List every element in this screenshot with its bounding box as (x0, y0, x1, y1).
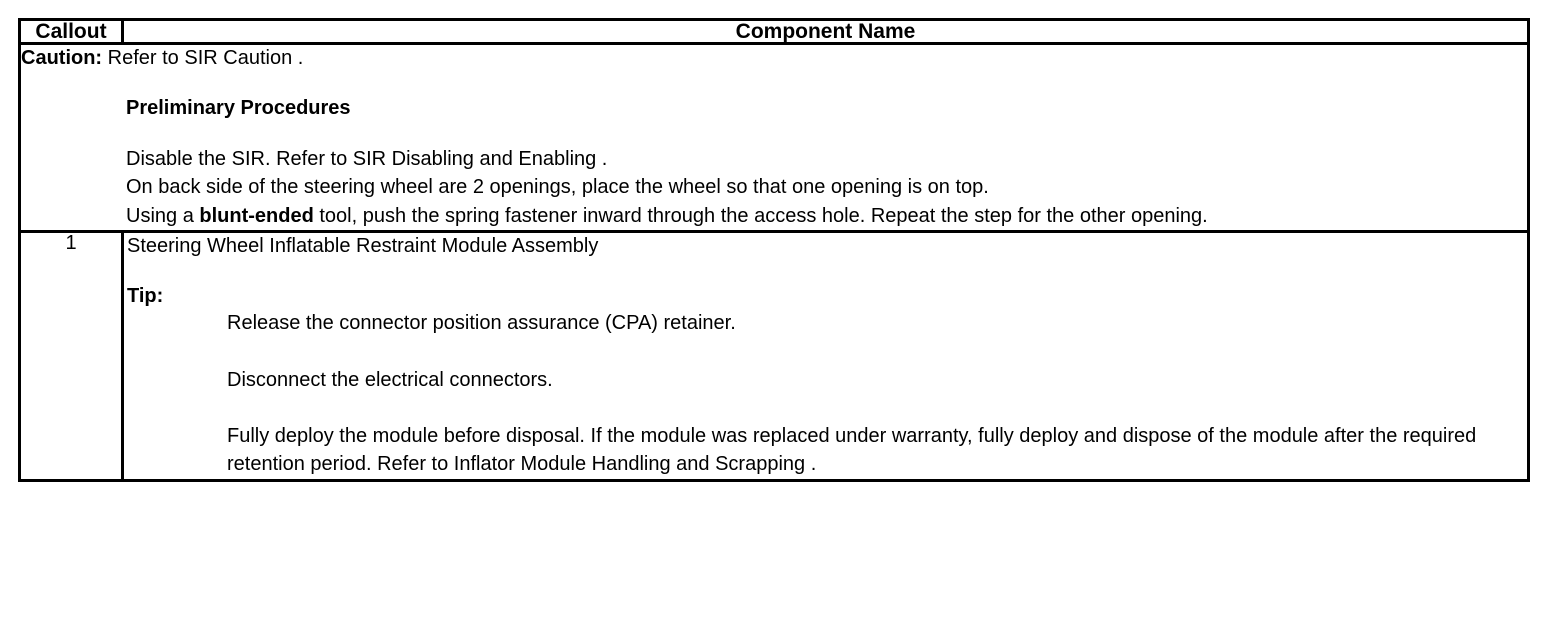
caution-row: Caution: Refer to SIR Caution . Prelimin… (18, 41, 1530, 234)
tip-gap (227, 394, 1527, 422)
preliminary-step: On back side of the steering wheel are 2… (126, 173, 1527, 201)
tip-item: Disconnect the electrical connectors. (227, 368, 553, 391)
step-text-lead: On back side of the steering wheel are 2… (126, 176, 989, 199)
callout-number-cell: 1 (18, 230, 124, 482)
caution-spacer-top (21, 71, 1527, 95)
table-row: 1 Steering Wheel Inflatable Restraint Mo… (18, 230, 1530, 482)
preliminary-step: Using a blunt-ended tool, push the sprin… (126, 202, 1527, 230)
header-cell-callout: Callout (18, 18, 124, 45)
tip-item: Fully deploy the module before disposal.… (227, 424, 1477, 476)
tip-body: Release the connector position assurance… (124, 309, 1527, 479)
preliminary-procedures-heading: Preliminary Procedures (126, 97, 351, 119)
caution-text: Refer to SIR Caution . (107, 47, 304, 69)
step-text-lead: Using a (126, 204, 200, 227)
preliminary-steps-list: Disable the SIR. Refer to SIR Disabling … (21, 145, 1527, 230)
service-procedure-table: Callout Component Name Caution: Refer to… (18, 18, 1530, 482)
preliminary-step: Disable the SIR. Refer to SIR Disabling … (126, 145, 1527, 173)
table-header-row: Callout Component Name (18, 18, 1530, 45)
component-detail-cell: Steering Wheel Inflatable Restraint Modu… (121, 230, 1530, 482)
step-text-tail: tool, push the spring fastener inward th… (313, 204, 1208, 227)
component-title: Steering Wheel Inflatable Restraint Modu… (127, 235, 599, 258)
header-cell-component-name: Component Name (121, 18, 1530, 45)
preliminary-spacer (21, 121, 1527, 145)
tip-item: Release the connector position assurance… (227, 312, 736, 335)
caution-cell: Caution: Refer to SIR Caution . Prelimin… (18, 41, 1530, 234)
caution-label: Caution: (21, 47, 103, 69)
caution-line: Caution: Refer to SIR Caution . (21, 45, 1527, 71)
step-text-bold: blunt-ended (199, 204, 314, 227)
component-spacer (124, 259, 1527, 283)
step-text-lead: Disable the SIR. Refer to SIR Disabling … (126, 148, 608, 170)
tip-gap (227, 338, 1527, 366)
tip-label: Tip: (127, 285, 164, 308)
